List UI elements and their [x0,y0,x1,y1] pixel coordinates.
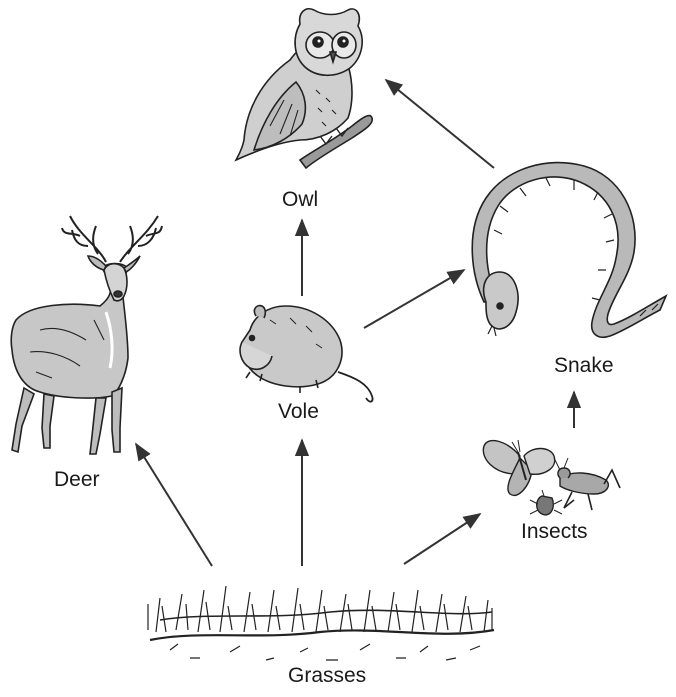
insects-illustration [483,440,620,515]
snake-label: Snake [554,354,614,378]
snake-illustration [472,163,666,338]
arrow-snake-to-owl [386,80,494,168]
owl-label: Owl [282,188,318,212]
arrow-grasses-to-insects [404,514,480,564]
vole-illustration [240,306,372,402]
arrow-vole-to-snake [364,270,464,328]
insects-label: Insects [521,520,588,544]
deer-illustration [11,216,162,454]
grasses-illustration [148,586,494,660]
owl-illustration [236,9,372,168]
deer-label: Deer [54,468,100,492]
vole-label: Vole [278,400,319,424]
arrow-grasses-to-deer [136,444,212,566]
grasses-label: Grasses [288,664,366,688]
